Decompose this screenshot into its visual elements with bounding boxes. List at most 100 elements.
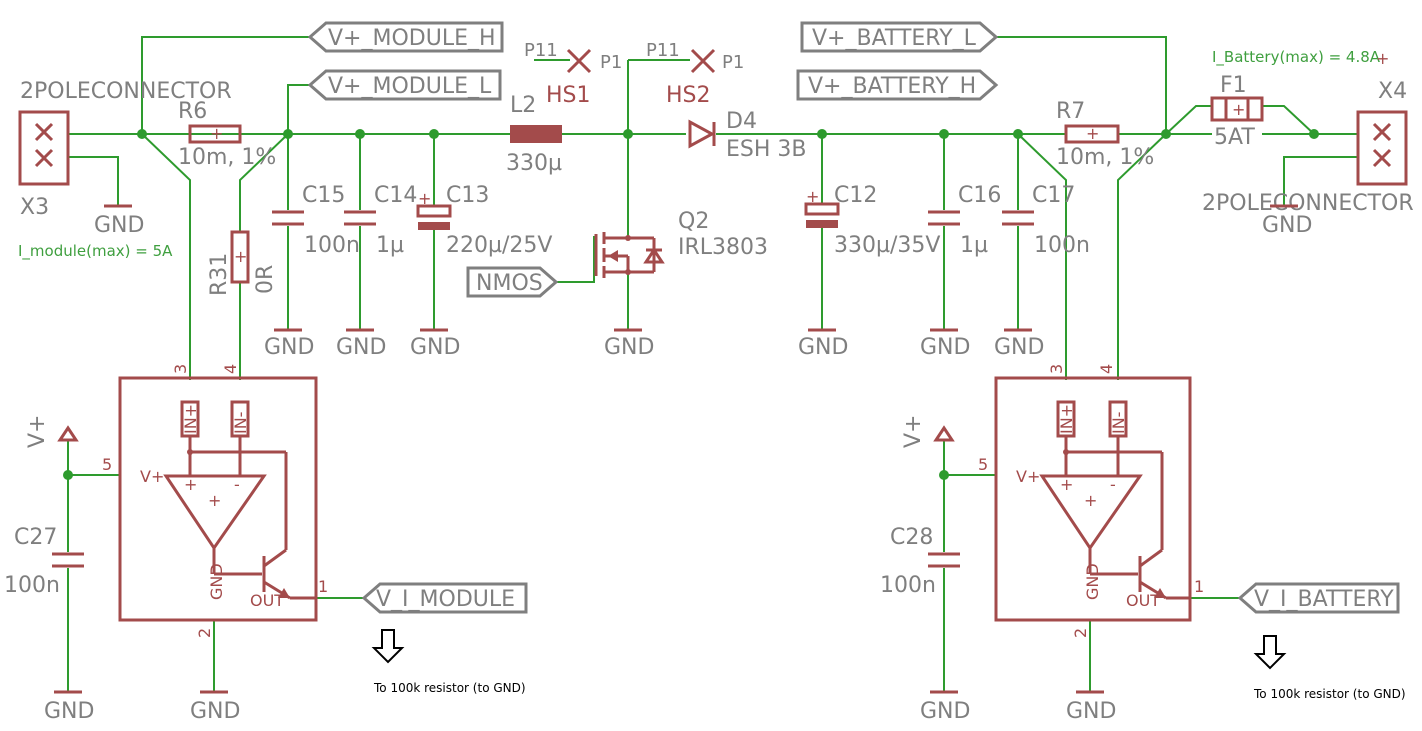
svg-text:HS1: HS1 [546,83,591,108]
svg-text:100n: 100n [1034,233,1090,258]
svg-text:F1: F1 [1220,73,1247,98]
net-tag-v-module-h: V+_MODULE_H [307,21,504,53]
connector-x4: X4 2POLECONNECTOR [1202,79,1414,216]
svg-text:3: 3 [171,364,190,374]
svg-text:GND: GND [190,699,240,724]
svg-text:IN-: IN- [1109,412,1128,434]
vplus-left: V+ [25,415,79,448]
svg-text:To 100k resistor (to GND): To 100k resistor (to GND) [1253,687,1406,701]
svg-text:C27: C27 [14,525,57,550]
svg-text:5: 5 [102,455,112,474]
capacitor-c17: C17 100n [1002,183,1090,258]
gnd-c28: GND [920,690,970,724]
mosfet-q2: Q2 IRL3803 [594,209,768,278]
gnd-c12: GND [798,328,848,360]
svg-text:1µ: 1µ [960,233,988,258]
svg-text:-: - [234,475,240,494]
svg-text:+: + [806,187,819,206]
svg-text:R7: R7 [1056,99,1085,124]
svg-text:I_Battery(max) = 4.8A: I_Battery(max) = 4.8A [1212,48,1381,67]
resistor-r31: + R31 0R [207,230,278,296]
gnd-c13: GND [410,328,460,360]
svg-text:IRL3803: IRL3803 [678,235,768,260]
svg-text:C28: C28 [890,525,933,550]
svg-text:5AT: 5AT [1214,125,1255,150]
capacitor-c16: C16 1µ [928,183,1001,258]
svg-text:GND: GND [94,213,144,238]
svg-text:4: 4 [221,364,240,374]
svg-text:C14: C14 [374,183,417,208]
svg-text:ESH 3B: ESH 3B [726,137,807,162]
vplus-right: V+ [901,415,955,448]
fuse-f1: + F1 5AT I_Battery(max) = 4.8A + [1210,48,1389,150]
svg-text:C15: C15 [302,183,345,208]
svg-text:10m, 1%: 10m, 1% [178,145,276,170]
resistor-r6: + R6 10m, 1% [178,99,276,170]
svg-text:P11: P11 [646,40,680,61]
svg-text:GND: GND [604,335,654,360]
svg-text:HS2: HS2 [666,83,711,108]
svg-text:+: + [234,247,247,266]
svg-text:+: + [208,491,221,510]
svg-text:3: 3 [1047,364,1066,374]
svg-text:V+: V+ [25,415,50,448]
gnd-x3: GND [94,204,144,238]
svg-text:V+_BATTERY_L: V+_BATTERY_L [812,26,977,51]
svg-text:To 100k resistor (to GND): To 100k resistor (to GND) [373,681,526,695]
svg-text:GND: GND [1083,563,1102,600]
svg-text:V+: V+ [901,415,926,448]
svg-text:V+: V+ [140,467,164,486]
svg-text:C12: C12 [834,183,877,208]
inductor-l2: L2 330µ [506,93,562,176]
svg-text:+: + [184,475,197,494]
svg-text:X4: X4 [1378,79,1407,104]
svg-text:220µ/25V: 220µ/25V [446,233,552,258]
resistor-r7: + R7 10m, 1% [1056,99,1154,170]
svg-text:+: + [210,124,223,143]
heatsink-hs2: P11 P1 HS2 [646,40,744,108]
gnd-c17: GND [994,328,1044,360]
svg-text:100n: 100n [304,233,360,258]
net-tag-v-module-l: V+_MODULE_L [307,69,502,101]
svg-text:P11: P11 [524,40,558,61]
svg-text:5: 5 [978,455,988,474]
svg-text:10m, 1%: 10m, 1% [1056,145,1154,170]
net-tag-v-battery-h: V+_BATTERY_H [796,69,999,101]
net-tag-v-battery-l: V+_BATTERY_L [800,21,999,53]
svg-text:100n: 100n [880,573,936,598]
capacitor-c14: C14 1µ [344,183,417,258]
gnd-q2: GND [604,328,654,360]
gnd-c15: GND [264,328,314,360]
svg-text:GND: GND [336,335,386,360]
svg-text:R31: R31 [207,253,232,296]
svg-text:V_I_MODULE: V_I_MODULE [376,587,515,612]
svg-text:2: 2 [195,628,214,638]
svg-text:X3: X3 [20,195,49,220]
svg-text:+: + [1376,49,1389,68]
svg-text:+: + [1060,475,1073,494]
svg-text:330µ: 330µ [506,151,562,176]
gnd-c16: GND [920,328,970,360]
svg-text:2: 2 [1071,628,1090,638]
svg-text:P1: P1 [600,52,622,73]
annotation-i-module: I_module(max) = 5A [18,242,173,261]
svg-text:1µ: 1µ [376,233,404,258]
arrow-right: To 100k resistor (to GND) [1253,635,1406,701]
svg-text:OUT: OUT [250,591,284,610]
svg-text:4: 4 [1097,364,1116,374]
svg-text:C16: C16 [958,183,1001,208]
svg-text:C13: C13 [446,183,489,208]
svg-text:V+_MODULE_L: V+_MODULE_L [328,74,492,99]
gnd-x4: GND [1262,204,1312,238]
svg-text:100n: 100n [4,573,60,598]
svg-text:GND: GND [207,563,226,600]
svg-text:GND: GND [994,335,1044,360]
capacitor-c28: C28 100n [880,525,960,598]
gnd-ic-right: GND [1066,690,1116,724]
junctions [63,129,1319,480]
svg-text:GND: GND [1066,699,1116,724]
net-tag-v-i-battery: V_I_BATTERY [1237,582,1400,614]
capacitor-c15: C15 100n [272,183,360,258]
